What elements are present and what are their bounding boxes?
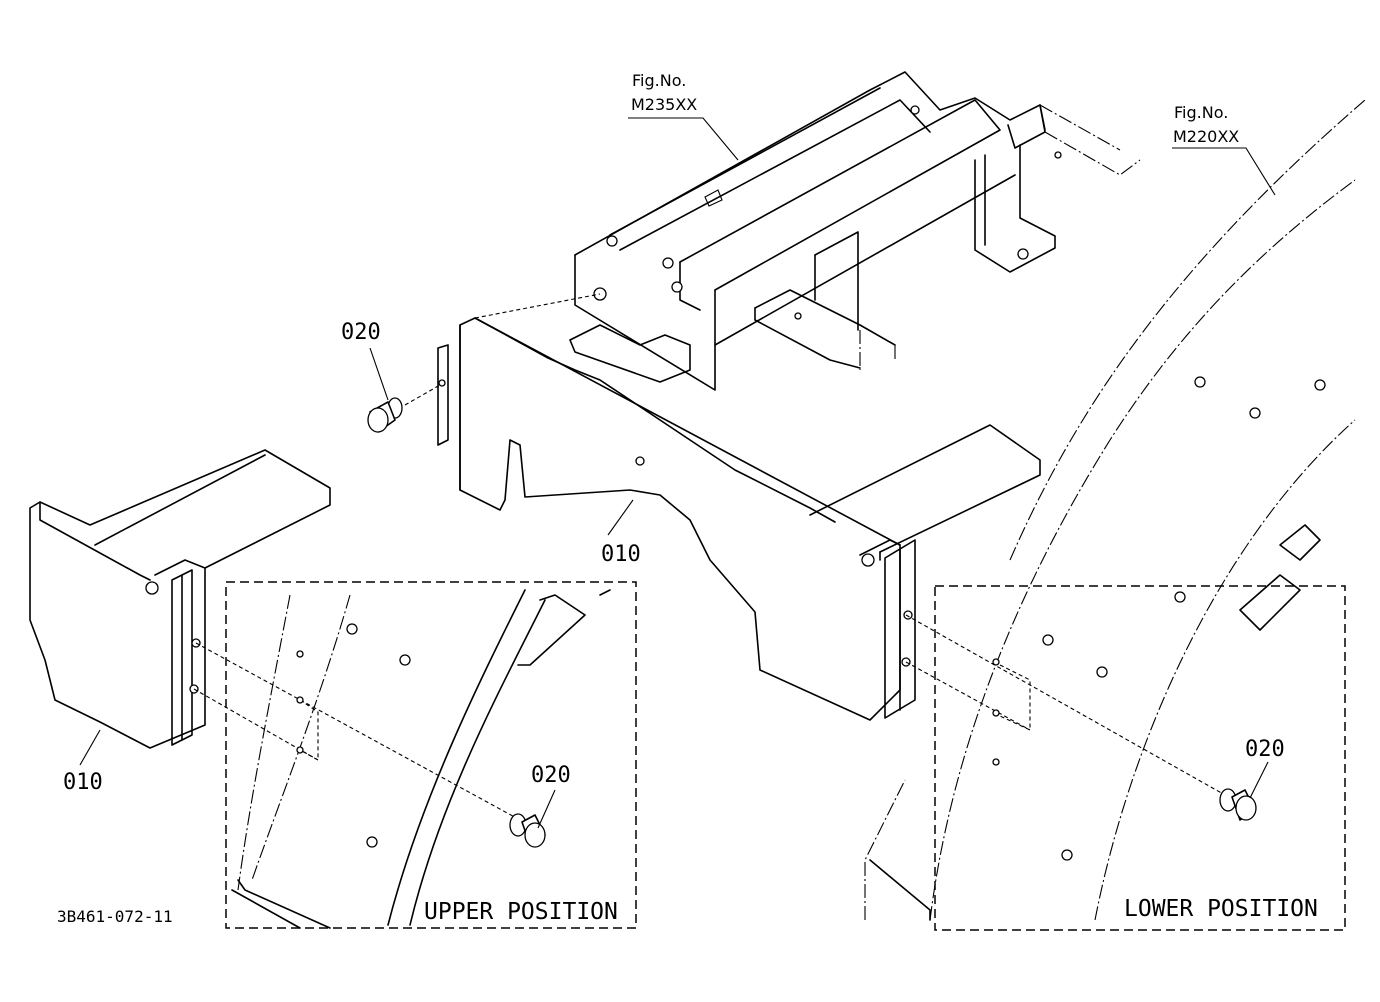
figure-ref-m235: Fig.No. M235XX bbox=[631, 71, 697, 114]
bolt-top bbox=[367, 384, 441, 433]
callout-bolt-upper: 020 bbox=[531, 763, 571, 788]
bolt-upper bbox=[193, 642, 546, 848]
center-bracket bbox=[437, 293, 1041, 721]
fender-assembly bbox=[864, 99, 1366, 921]
upper-position-detail bbox=[225, 581, 637, 929]
figure-ref-m220: Fig.No. M220XX bbox=[1173, 103, 1239, 146]
left-bracket bbox=[29, 449, 331, 749]
figure-ref-m235-line2: M235XX bbox=[631, 95, 697, 114]
upper-position-label: UPPER POSITION bbox=[424, 899, 618, 925]
drawing-number: 3B461-072-11 bbox=[57, 907, 173, 926]
figure-ref-m220-line2: M220XX bbox=[1173, 127, 1239, 146]
callout-bracket-center: 010 bbox=[601, 542, 641, 567]
lower-position-label: LOWER POSITION bbox=[1124, 896, 1318, 922]
lower-position-detail bbox=[934, 585, 1346, 931]
figure-ref-m220-line1: Fig.No. bbox=[1174, 103, 1228, 122]
frame-assembly bbox=[569, 71, 1141, 391]
callout-bracket-left: 010 bbox=[63, 770, 103, 795]
leader-lines bbox=[79, 117, 1276, 829]
callout-bolt-lower: 020 bbox=[1245, 737, 1285, 762]
callout-bolt-top: 020 bbox=[341, 320, 381, 345]
bolt-lower bbox=[905, 614, 1257, 821]
figure-ref-m235-line1: Fig.No. bbox=[632, 71, 686, 90]
